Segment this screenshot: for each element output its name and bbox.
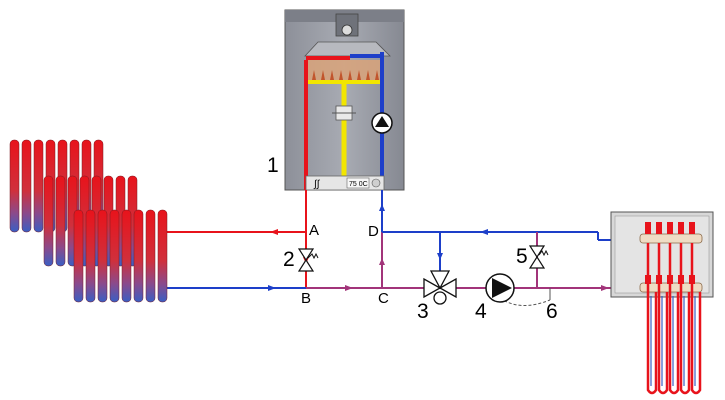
boiler-pump-icon: [371, 112, 393, 134]
floor-loop: [646, 243, 658, 395]
radiator-section: [97, 209, 108, 303]
component-5-label: 5: [516, 245, 528, 268]
bypass-valve-2-icon: [297, 248, 319, 272]
component-6-label: 6: [546, 300, 558, 323]
flow-arrows: [268, 204, 609, 291]
bypass-valve-5-icon: [528, 245, 549, 269]
gas-valve-icon: [332, 105, 356, 121]
radiator-section: [73, 209, 84, 303]
arrow-mixed-2: [601, 285, 609, 291]
radiator-section: [145, 209, 156, 303]
radiator-section: [9, 139, 20, 233]
manifold-valve-cap: [667, 222, 673, 234]
component-3-label: 3: [417, 300, 429, 323]
radiator-front: [73, 209, 168, 303]
radiator-section: [121, 209, 132, 303]
boiler-display: [346, 177, 370, 189]
heat-exchanger: [304, 41, 391, 57]
sensor-wire: [499, 297, 551, 306]
radiator-section: [133, 209, 144, 303]
point-b-label: B: [301, 290, 311, 307]
gas-manifold: [308, 80, 380, 84]
manifold-flow-cap: [645, 275, 651, 284]
boiler: ∫∫ 75 0C: [284, 9, 405, 191]
manifold-valve-cap: [656, 222, 662, 234]
component-4-label: 4: [475, 300, 487, 323]
point-d-label: D: [368, 223, 379, 240]
return-manifold-bar: [639, 233, 703, 244]
manifold-valve-cap: [678, 222, 684, 234]
radiator-section: [85, 209, 96, 303]
arrow-supply: [270, 229, 278, 235]
manifold-valve-cap: [645, 222, 651, 234]
point-c-label: C: [378, 290, 389, 307]
component-1-label: 1: [267, 154, 279, 177]
floor-loop: [679, 243, 691, 395]
circulation-pump-4-icon: [485, 273, 515, 303]
floor-loop: [657, 243, 669, 395]
manifold-flow-cap: [667, 275, 673, 284]
arrow-up-d: [379, 204, 385, 211]
radiator-section: [157, 209, 168, 303]
point-a-label: A: [309, 222, 319, 239]
boiler-knob-icon: [371, 178, 381, 188]
panel-symbol: ∫∫: [313, 179, 321, 190]
manifold-flow-cap: [678, 275, 684, 284]
floor-heating-loops: [645, 222, 702, 395]
boiler-display-text: 75 0C: [349, 181, 368, 188]
radiator-section: [55, 175, 66, 267]
arrow-up-c: [379, 258, 385, 265]
arrow-floor-return: [480, 229, 488, 235]
floor-loop: [690, 243, 702, 395]
arrow-branch-down: [437, 253, 443, 260]
radiator-section: [21, 139, 32, 233]
flue-fan-icon: [341, 24, 353, 36]
floor-loop: [668, 243, 680, 395]
manifold-flow-cap: [689, 275, 695, 284]
radiator-section: [109, 209, 120, 303]
burner-row: [306, 60, 382, 80]
radiator-section: [33, 139, 44, 233]
arrow-return: [268, 285, 276, 291]
mixing-valve-3-icon: [423, 270, 457, 305]
arrow-mixed-1: [345, 285, 353, 291]
radiator-stack: [9, 139, 168, 303]
component-2-label: 2: [283, 248, 295, 271]
underfloor-manifold: [610, 211, 714, 395]
manifold-flow-cap: [656, 275, 662, 284]
radiator-section: [43, 175, 54, 267]
manifold-valve-cap: [689, 222, 695, 234]
